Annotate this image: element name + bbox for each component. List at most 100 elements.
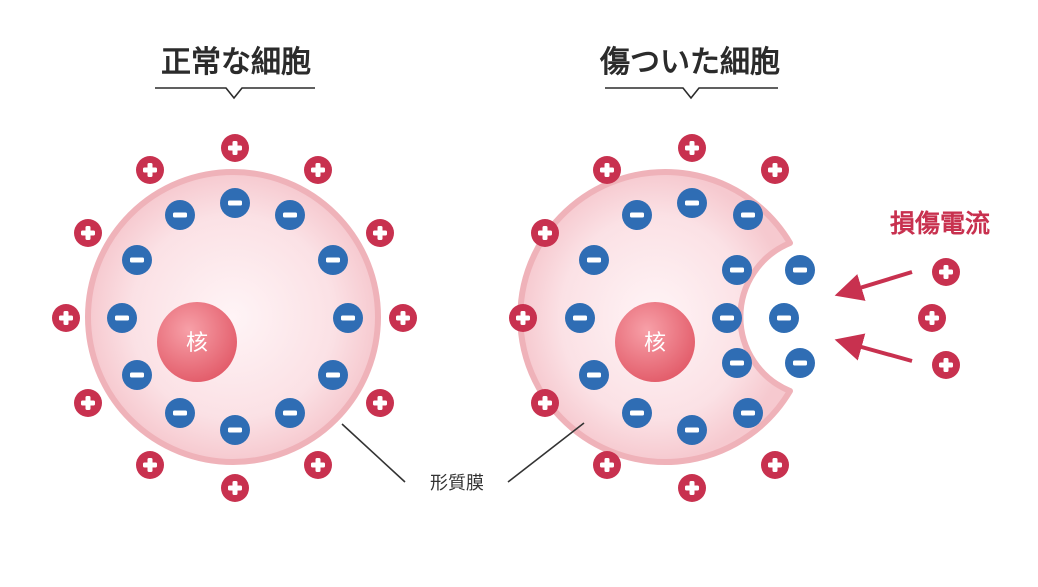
positive-ion (531, 389, 559, 417)
right-title-bracket (605, 87, 778, 100)
positive-ion (932, 351, 960, 379)
negative-ion (122, 360, 152, 390)
ion-bar-vertical (85, 396, 91, 410)
right-title: 傷ついた細胞 (599, 45, 780, 80)
ion-bar-vertical (147, 163, 153, 177)
ion-bar-vertical (232, 141, 238, 155)
ion-bar (326, 372, 340, 378)
ion-bar-vertical (520, 311, 526, 325)
negative-ion (220, 415, 250, 445)
negative-ion (733, 200, 763, 230)
membrane-leader-left (341, 423, 406, 483)
negative-ion (333, 303, 363, 333)
ion-bar (326, 257, 340, 263)
negative-ion (107, 303, 137, 333)
negative-ion (275, 398, 305, 428)
injury-arrow-lower (834, 333, 913, 363)
negative-ion (165, 200, 195, 230)
ion-bar (130, 372, 144, 378)
ion-bar (685, 200, 699, 206)
ion-bar-vertical (377, 226, 383, 240)
ion-bar-vertical (943, 358, 949, 372)
ion-bar-vertical (604, 458, 610, 472)
negative-ion (785, 348, 815, 378)
positive-ion (366, 219, 394, 247)
injured-cell: 核 (517, 169, 793, 465)
ion-bar (341, 315, 355, 321)
positive-ion (918, 304, 946, 332)
ion-bar (730, 360, 744, 366)
positive-ion (389, 304, 417, 332)
negative-ion (565, 303, 595, 333)
ion-bar (793, 267, 807, 273)
negative-ion (122, 245, 152, 275)
negative-ion (220, 188, 250, 218)
injury-current-label: 損傷電流 (890, 209, 990, 238)
positive-ion (593, 451, 621, 479)
ion-bar-vertical (929, 311, 935, 325)
ion-bar-vertical (377, 396, 383, 410)
ion-bar-vertical (63, 311, 69, 325)
negative-ion (733, 398, 763, 428)
ion-bar-vertical (315, 163, 321, 177)
positive-ion (74, 219, 102, 247)
positive-ion (221, 134, 249, 162)
injured-nucleus-label: 核 (644, 331, 666, 356)
ion-bar (587, 257, 601, 263)
left-title: 正常な細胞 (161, 45, 311, 80)
positive-ion (136, 451, 164, 479)
left-title-bracket (155, 87, 315, 100)
ion-bar (630, 410, 644, 416)
ion-bar (730, 267, 744, 273)
ion-bar-vertical (943, 265, 949, 279)
negative-ion (165, 398, 195, 428)
positive-ion (74, 389, 102, 417)
negative-ion (712, 303, 742, 333)
ion-bar (720, 315, 734, 321)
ion-bar-vertical (85, 226, 91, 240)
negative-ion (318, 245, 348, 275)
ion-bar (130, 257, 144, 263)
ion-bar (173, 410, 187, 416)
ion-bar-vertical (232, 481, 238, 495)
membrane-leader-right (507, 422, 585, 483)
ion-bar-vertical (542, 226, 548, 240)
negative-ion (622, 200, 652, 230)
normal-cell: 核 (85, 169, 381, 465)
negative-ion (769, 303, 799, 333)
negative-ion (275, 200, 305, 230)
negative-ion (622, 398, 652, 428)
ion-bar-vertical (542, 396, 548, 410)
positive-ion (136, 156, 164, 184)
ion-bar (228, 200, 242, 206)
positive-ion (509, 304, 537, 332)
positive-ion (531, 219, 559, 247)
normal-nucleus-label: 核 (186, 331, 208, 356)
ion-bar-vertical (772, 163, 778, 177)
positive-ion (678, 134, 706, 162)
positive-ion (304, 156, 332, 184)
ion-layer (52, 134, 960, 502)
ion-bar (685, 427, 699, 433)
positive-ion (593, 156, 621, 184)
injury-arrow-upper (834, 270, 913, 301)
positive-ion (221, 474, 249, 502)
ion-bar (630, 212, 644, 218)
positive-ion (52, 304, 80, 332)
ion-bar (173, 212, 187, 218)
negative-ion (785, 255, 815, 285)
negative-ion (579, 245, 609, 275)
ion-bar-vertical (315, 458, 321, 472)
negative-ion (318, 360, 348, 390)
normal-cell-nucleus (157, 302, 237, 382)
ion-bar (793, 360, 807, 366)
ion-bar-vertical (147, 458, 153, 472)
ion-bar (573, 315, 587, 321)
negative-ion (579, 360, 609, 390)
negative-ion (677, 415, 707, 445)
normal-cell-membrane (85, 169, 381, 465)
ion-bar (283, 410, 297, 416)
membrane-label: 形質膜 (430, 473, 484, 494)
